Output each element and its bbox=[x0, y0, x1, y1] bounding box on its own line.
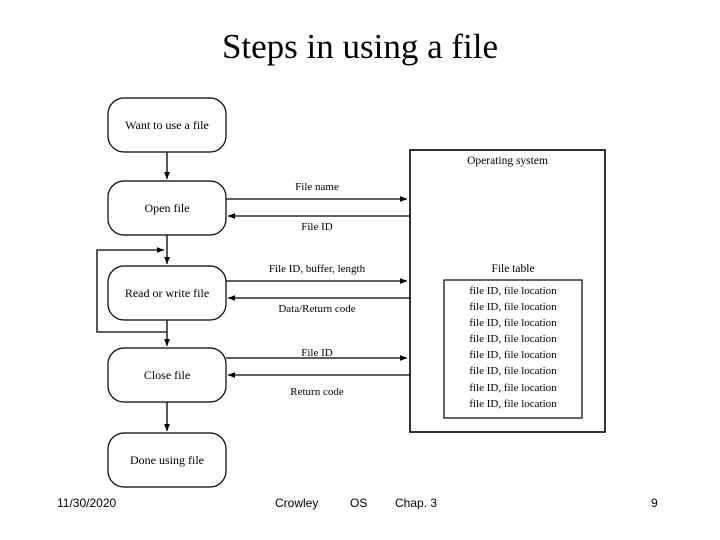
file-table-row: file ID, file location bbox=[469, 397, 557, 410]
flowbox-label-read-or-write-file: Read or write file bbox=[124, 286, 210, 300]
flowbox-label-open-file: Open file bbox=[144, 201, 190, 215]
footer-author: Crowley bbox=[275, 496, 319, 510]
message-label-file-id-close: File ID bbox=[301, 347, 333, 359]
file-table-row: file ID, file location bbox=[469, 365, 557, 378]
file-table-box bbox=[443, 279, 583, 419]
footer-chapter: Chap. 3 bbox=[395, 496, 438, 510]
flow-arrow-loop-back bbox=[96, 247, 167, 333]
flowbox-label-close-file: Close file bbox=[143, 368, 191, 382]
file-table-row: file ID, file location bbox=[469, 317, 557, 330]
message-label-data-return-code: Data/Return code bbox=[278, 303, 356, 315]
footer-course: OS bbox=[350, 496, 368, 510]
message-label-file-name: File name bbox=[295, 181, 339, 193]
file-table-title: File table bbox=[491, 263, 535, 275]
flowbox-label-done-using-file: Done using file bbox=[130, 453, 204, 467]
message-label-file-id-open: File ID bbox=[301, 221, 333, 233]
flowbox-label-want-to-use-a-file: Want to use a file bbox=[125, 118, 209, 132]
footer-date: 11/30/2020 bbox=[57, 496, 117, 510]
file-table-row: file ID, file location bbox=[469, 301, 557, 314]
file-table-rows: file ID, file location file ID, file loc… bbox=[444, 283, 582, 412]
file-table-row: file ID, file location bbox=[469, 349, 557, 362]
operating-system-title: Operating system bbox=[467, 155, 548, 167]
file-table-row: file ID, file location bbox=[469, 333, 557, 346]
page-title: Steps in using a file bbox=[221, 27, 499, 66]
file-table-row: file ID, file location bbox=[469, 285, 557, 297]
file-table-row: file ID, file location bbox=[469, 381, 557, 394]
message-label-file-id-buffer-length: File ID, buffer, length bbox=[268, 263, 366, 275]
footer-page-number: 9 bbox=[651, 496, 658, 510]
message-label-return-code: Return code bbox=[290, 386, 344, 398]
flowbox-done-using-file bbox=[107, 432, 227, 488]
slide-footer: 11/30/2020 Crowley OS Chap. 3 9 bbox=[0, 494, 720, 516]
